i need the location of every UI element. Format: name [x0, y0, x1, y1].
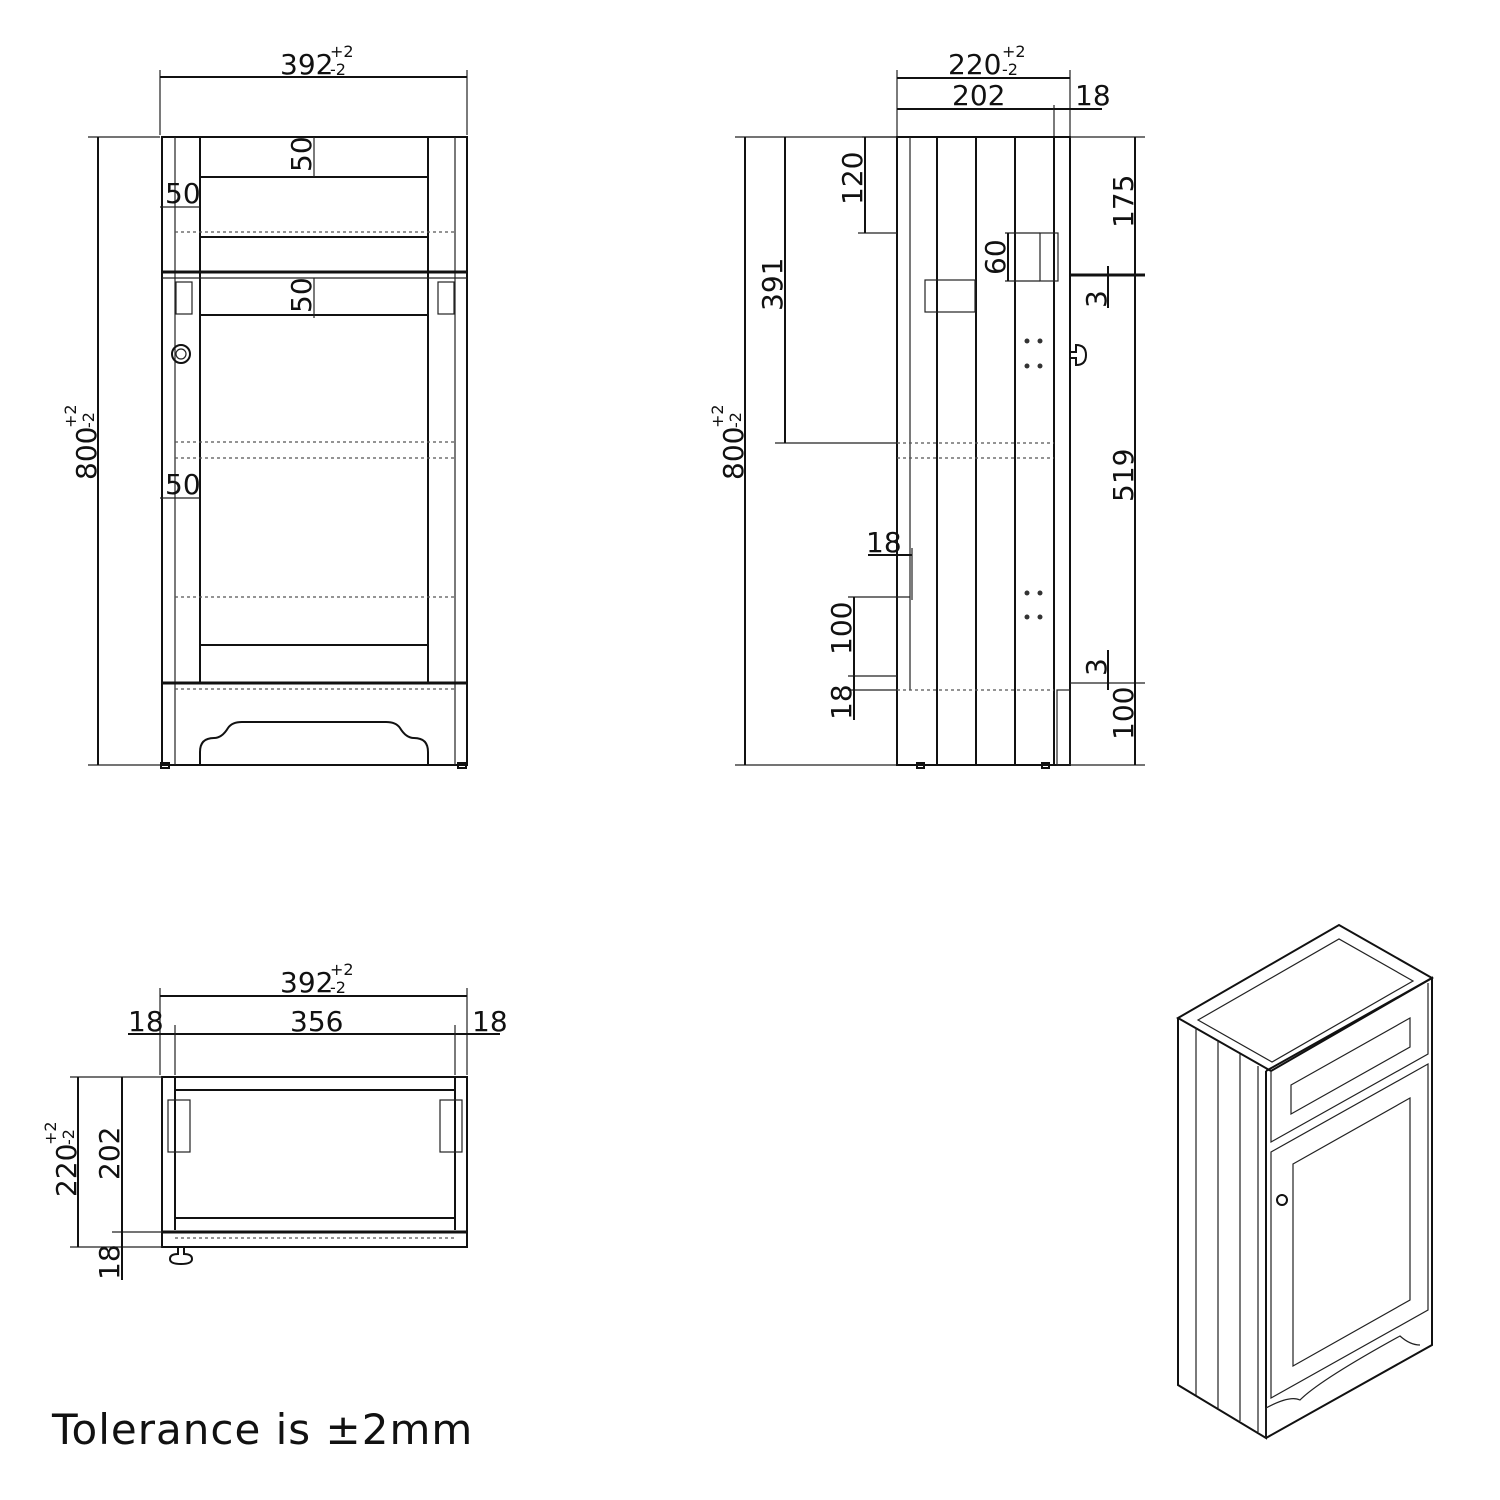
hinge-icon — [175, 281, 193, 315]
side-top-panel-label: 120 — [836, 152, 869, 205]
front-width-label: 392 — [280, 48, 333, 81]
front-view: 392 +2 -2 800 +2 -2 — [61, 42, 468, 769]
door-knob-icon — [171, 344, 191, 364]
top-width-tol-minus: -2 — [330, 978, 346, 997]
side-lower-block-label: 100 — [825, 602, 858, 655]
side-carcass — [896, 136, 1071, 766]
side-height-label: 800 — [717, 427, 750, 480]
side-depth-tol-plus: +2 — [1002, 42, 1026, 61]
front-carcass — [161, 136, 468, 766]
front-height-tol-plus: +2 — [61, 404, 80, 428]
door-knob-icon — [1276, 1194, 1288, 1206]
side-height-tol-plus: +2 — [708, 404, 727, 428]
tolerance-note: Tolerance is ±2mm — [52, 1405, 474, 1454]
front-stile-left-label: 50 — [165, 177, 201, 210]
front-plinth-cutout — [199, 721, 429, 765]
front-rail-mid-label: 50 — [285, 277, 318, 313]
hinge-icon — [439, 1099, 463, 1153]
front-width-tol-plus: +2 — [330, 42, 354, 61]
side-door-height-label: 519 — [1107, 449, 1140, 502]
knob-top-icon — [168, 1247, 194, 1266]
side-plinth-label: 100 — [1107, 687, 1140, 740]
knob-side-icon — [1070, 343, 1088, 367]
side-depth-label: 220 — [948, 48, 1001, 81]
top-depth-tol-minus: -2 — [59, 1129, 78, 1145]
top-side-right-label: 18 — [472, 1005, 508, 1038]
side-door-thickness-label: 18 — [1075, 79, 1111, 112]
side-gap-upper-label: 3 — [1080, 290, 1113, 308]
top-carcass — [161, 1076, 468, 1248]
top-depth-label: 220 — [50, 1144, 83, 1197]
hinge-icon — [437, 281, 455, 315]
side-shelf-thickness-label: 18 — [866, 526, 902, 559]
top-view: 392 +2 -2 18 356 18 220 +2 -2 202 — [41, 960, 508, 1280]
hinge-plate-icon — [924, 279, 976, 313]
hinge-icon — [167, 1099, 191, 1153]
side-height-tol-minus: -2 — [726, 412, 745, 428]
front-stile-left-lower-label: 50 — [165, 468, 201, 501]
front-rail-top-label: 50 — [285, 136, 318, 172]
top-side-left-label: 18 — [128, 1005, 164, 1038]
top-width-tol-plus: +2 — [330, 960, 354, 979]
side-gap-lower-label: 3 — [1080, 658, 1113, 676]
top-width-label: 392 — [280, 966, 333, 999]
top-depth-tol-plus: +2 — [41, 1121, 60, 1145]
top-body-depth-label: 202 — [93, 1127, 126, 1180]
front-width-tol-minus: -2 — [330, 60, 346, 79]
side-body-depth-label: 202 — [952, 79, 1005, 112]
front-height-tol-minus: -2 — [79, 412, 98, 428]
shelf-pin-icons — [1024, 338, 1043, 620]
side-base-thickness-label: 18 — [825, 684, 858, 720]
front-height-label: 800 — [70, 427, 103, 480]
top-door-thickness-label: 18 — [93, 1244, 126, 1280]
top-inner-width-label: 356 — [290, 1005, 343, 1038]
side-upper-section-label: 391 — [756, 258, 789, 311]
side-hinge-block-label: 60 — [979, 239, 1012, 275]
side-top-gap-label: 175 — [1107, 175, 1140, 228]
side-depth-tol-minus: -2 — [1002, 60, 1018, 79]
front-door-panel — [199, 314, 429, 646]
side-view: 220 +2 -2 202 18 800 +2 -2 — [708, 42, 1145, 769]
isometric-view — [1175, 923, 1435, 1440]
